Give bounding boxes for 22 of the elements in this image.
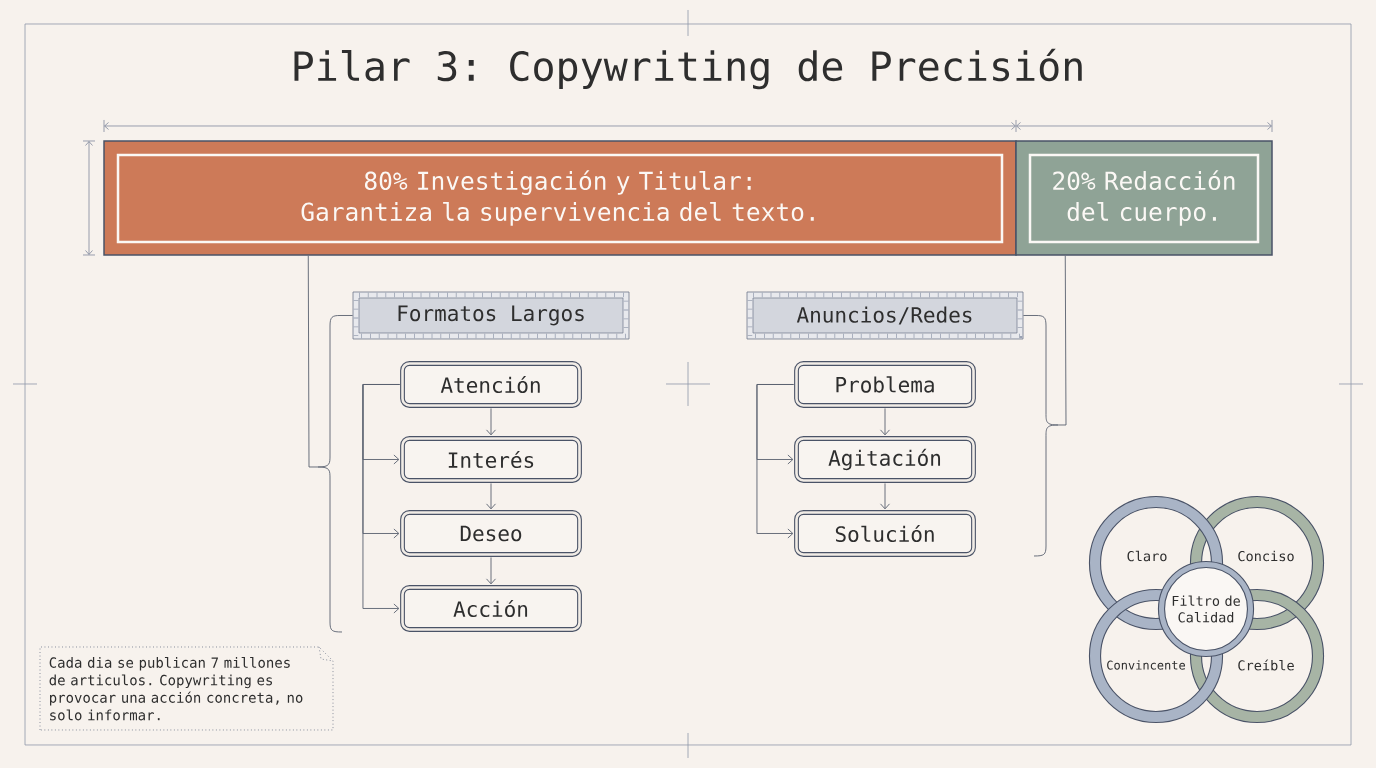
process-box: Atención [400, 361, 582, 408]
arrow [756, 384, 794, 539]
process-box: Agitación [794, 436, 976, 483]
arrow [486, 483, 496, 510]
header-box: Anuncios/Redes [746, 291, 1024, 340]
process-box: Interés [400, 436, 582, 483]
process-box: Solución [794, 510, 976, 557]
arrow [880, 408, 890, 436]
bar-segment: 80% Investigación y Titular: Garantiza la supervivencia del texto. [103, 140, 1017, 256]
process-box: Deseo [400, 510, 582, 557]
arrow [880, 483, 890, 510]
brace-connector [307, 255, 354, 633]
process-box: Acción [400, 585, 582, 632]
bar-segment: 20% Redacción del cuerpo. [1015, 140, 1273, 256]
title: Pilar 3: Copywriting de Precisión [294, 48, 1082, 90]
arrow [486, 557, 496, 585]
arrow [362, 384, 400, 614]
arrow [486, 408, 496, 436]
process-box: Problema [794, 361, 976, 408]
note-box: Cada dia se publican 7 millones de articulos. Copywriting es provocar una acción concreta, no solo informar. [39, 646, 334, 731]
header-box: Formatos Largos [352, 291, 630, 340]
brace-connector [1022, 255, 1067, 557]
